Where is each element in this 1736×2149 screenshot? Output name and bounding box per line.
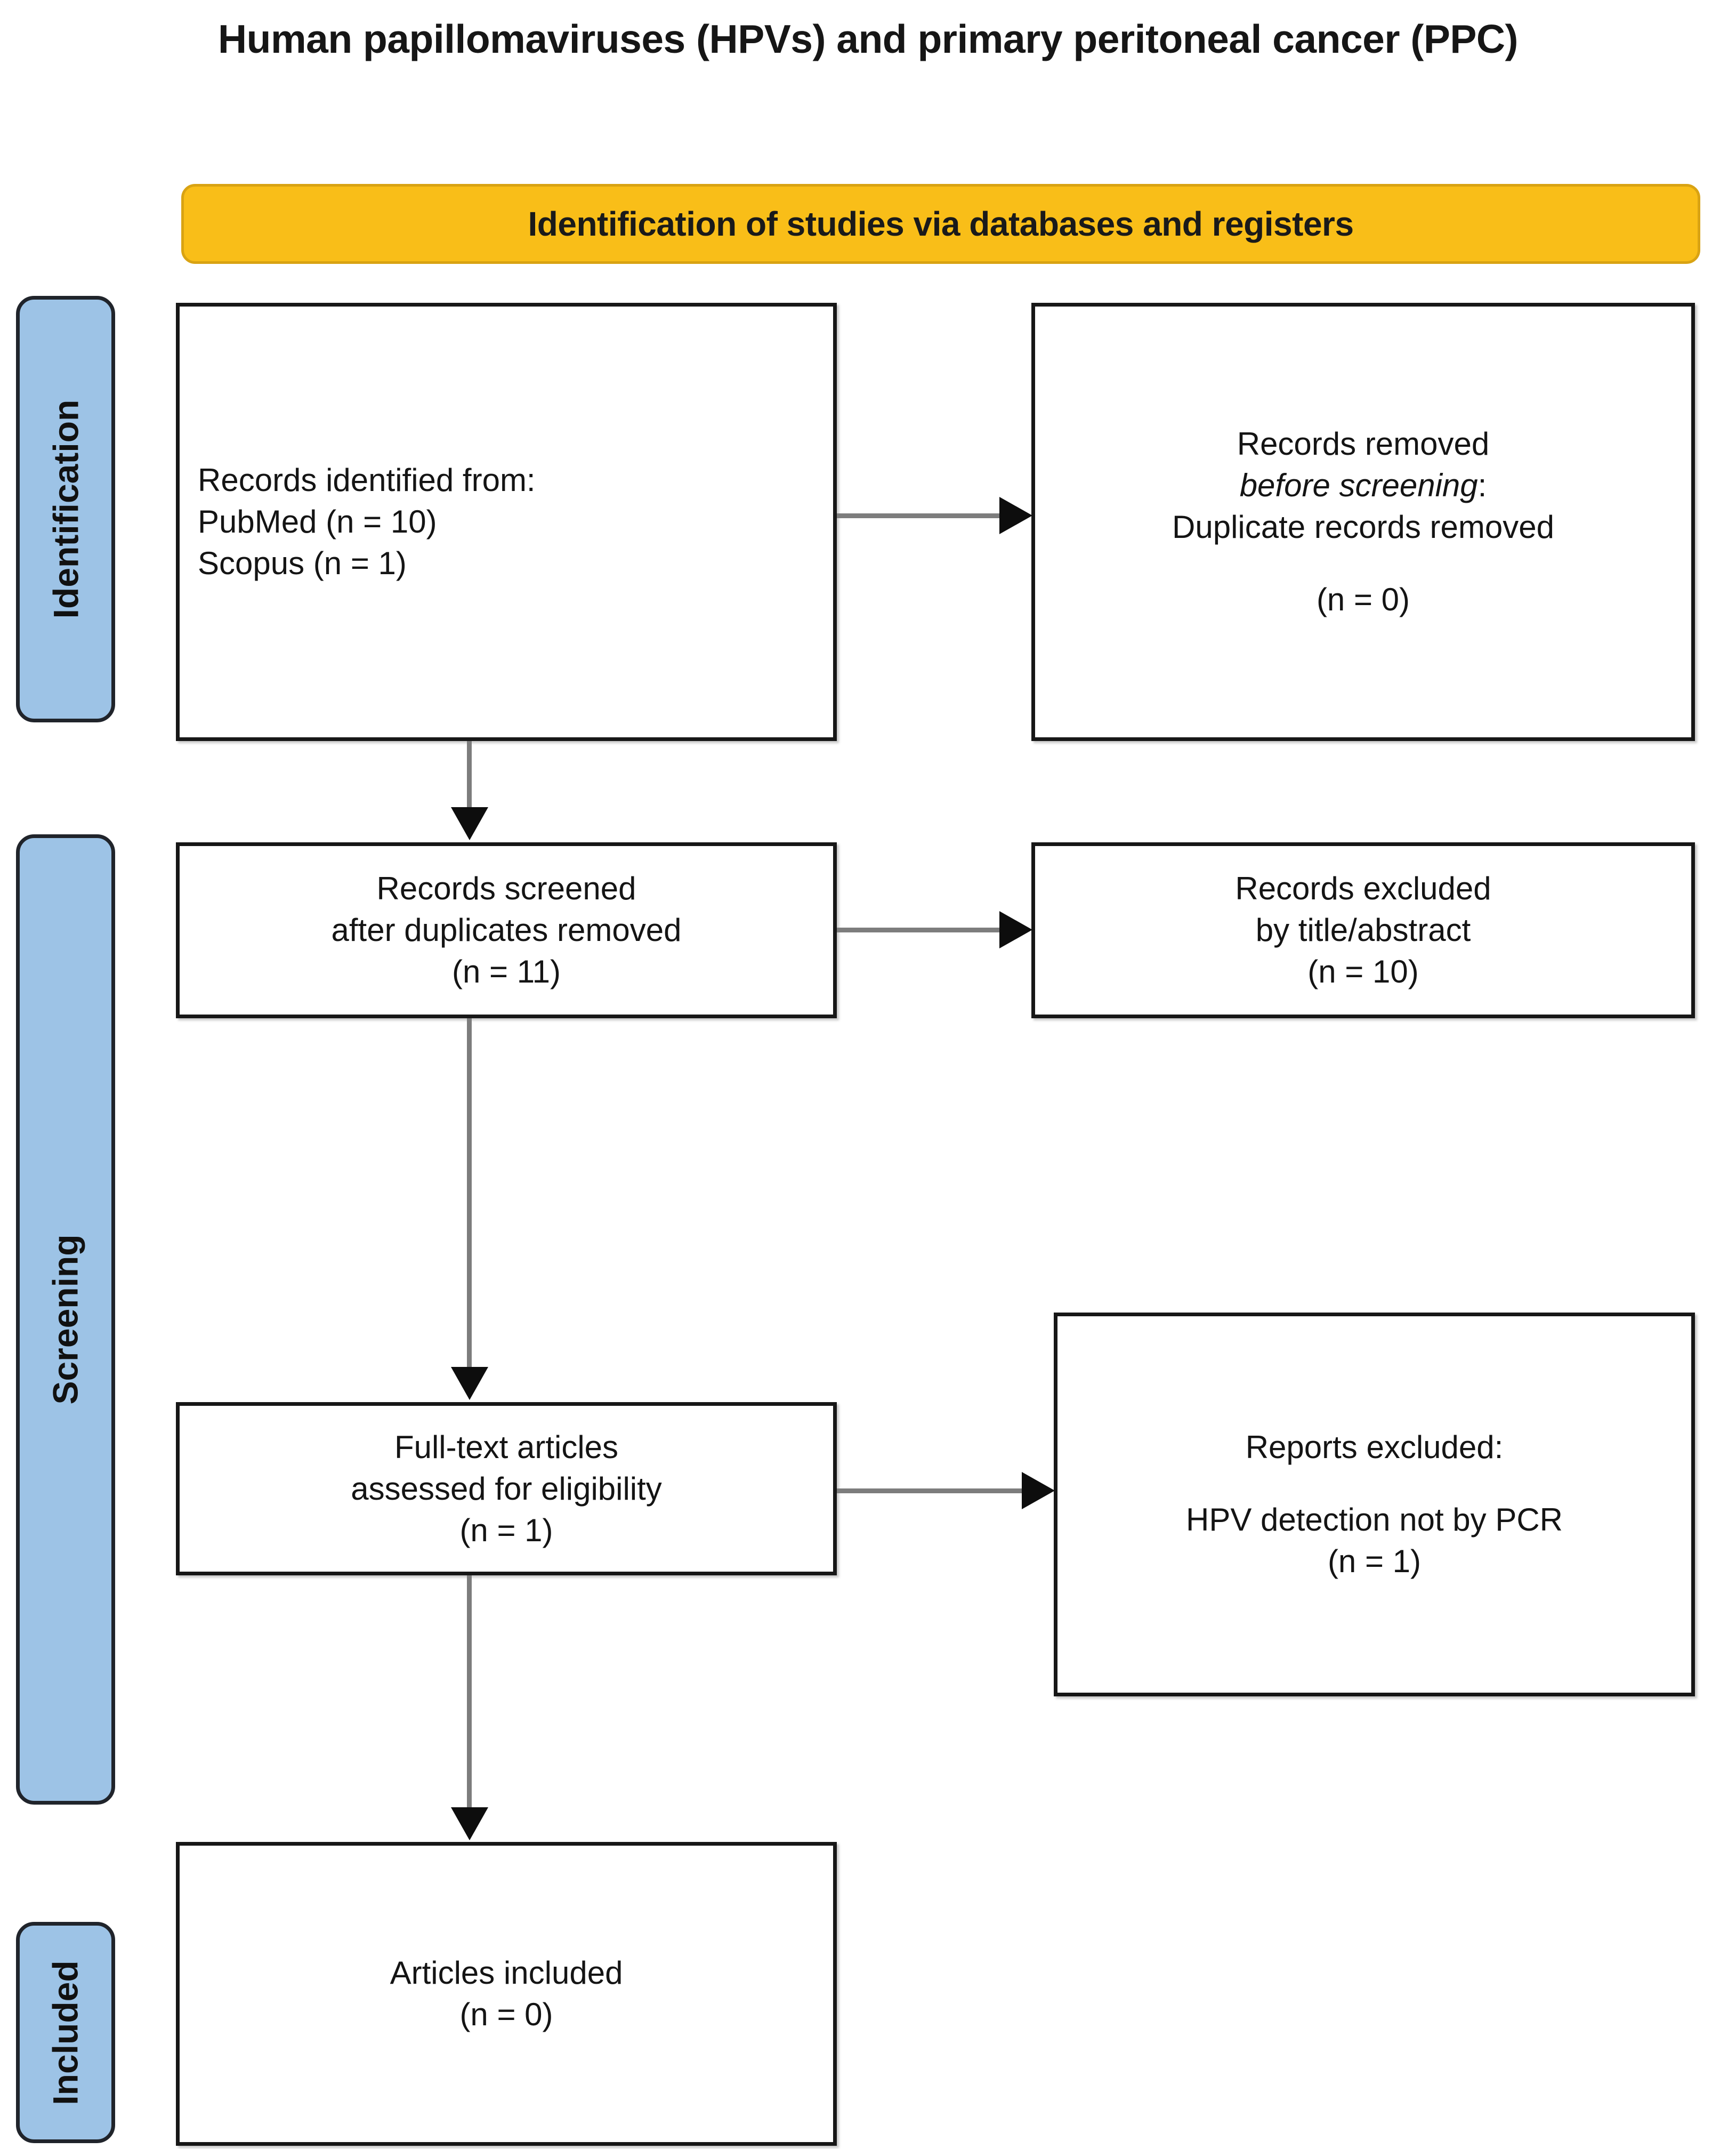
records-identified-pubmed: PubMed (n = 10) xyxy=(198,504,437,540)
box-fulltext-assessed-text: Full-text articles assessed for eligibil… xyxy=(180,1427,833,1551)
box-records-excluded-text: Records excluded by title/abstract (n = … xyxy=(1035,868,1691,993)
connector-identified-to-removed xyxy=(837,513,1002,518)
articles-included-line1: Articles included xyxy=(390,1955,623,1991)
box-records-identified: Records identified from: PubMed (n = 10)… xyxy=(176,303,837,741)
reports-excluded-line1: Reports excluded: xyxy=(1245,1429,1504,1465)
stage-label-identification: Identification xyxy=(46,399,86,619)
articles-included-count: (n = 0) xyxy=(459,1997,553,2032)
records-removed-line2-italic: before screening xyxy=(1239,468,1478,503)
records-removed-line3: Duplicate records removed xyxy=(1172,509,1554,545)
fulltext-line2: assessed for eligibility xyxy=(351,1470,662,1507)
connector-identified-to-screened xyxy=(467,741,472,810)
records-screened-count: (n = 11) xyxy=(452,954,561,989)
connector-fulltext-to-included xyxy=(467,1575,472,1810)
records-screened-line1: Records screened xyxy=(376,871,636,906)
records-removed-count: (n = 0) xyxy=(1316,582,1410,617)
arrow-down-icon-fulltext-to-included xyxy=(451,1807,488,1840)
records-excluded-count: (n = 10) xyxy=(1307,954,1419,989)
arrow-down-icon-screened-to-fulltext xyxy=(451,1367,488,1400)
stage-pill-included: Included xyxy=(16,1922,115,2143)
records-excluded-line1: Records excluded xyxy=(1235,871,1491,906)
arrow-right-icon-identified-to-removed xyxy=(999,497,1032,534)
identification-banner: Identification of studies via databases … xyxy=(181,184,1700,264)
box-reports-excluded-text: Reports excluded: HPV detection not by P… xyxy=(1057,1427,1691,1582)
box-articles-included: Articles included (n = 0) xyxy=(176,1842,837,2146)
fulltext-count: (n = 1) xyxy=(459,1512,553,1548)
reports-excluded-count: (n = 1) xyxy=(1327,1543,1422,1579)
reports-excluded-line2: HPV detection not by PCR xyxy=(1185,1502,1563,1538)
records-removed-spacer xyxy=(1053,548,1673,579)
records-screened-line2: after duplicates removed xyxy=(331,912,682,948)
records-identified-scopus: Scopus (n = 1) xyxy=(198,545,407,581)
box-fulltext-assessed: Full-text articles assessed for eligibil… xyxy=(176,1402,837,1575)
box-records-screened-text: Records screened after duplicates remove… xyxy=(180,868,833,993)
records-removed-line2-colon: : xyxy=(1477,468,1487,503)
records-identified-line1: Records identified from: xyxy=(198,462,536,498)
arrow-right-icon-fulltext-to-reports-excluded xyxy=(1022,1472,1055,1509)
arrow-right-icon-screened-to-excluded xyxy=(999,911,1032,948)
box-records-removed-before-screening: Records removed before screening: Duplic… xyxy=(1031,303,1695,741)
arrow-down-icon-identified-to-screened xyxy=(451,807,488,840)
box-records-excluded-title-abstract: Records excluded by title/abstract (n = … xyxy=(1031,842,1695,1018)
page-title: Human papillomaviruses (HPVs) and primar… xyxy=(217,17,1519,61)
connector-fulltext-to-reports-excluded xyxy=(837,1488,1023,1493)
stage-pill-identification: Identification xyxy=(16,296,115,722)
box-records-removed-text: Records removed before screening: Duplic… xyxy=(1035,423,1691,621)
stage-label-screening: Screening xyxy=(46,1234,86,1405)
records-removed-line1: Records removed xyxy=(1237,426,1490,462)
identification-banner-label: Identification of studies via databases … xyxy=(528,205,1354,243)
fulltext-line1: Full-text articles xyxy=(394,1429,619,1465)
box-articles-included-text: Articles included (n = 0) xyxy=(180,1952,833,2035)
box-reports-excluded: Reports excluded: HPV detection not by P… xyxy=(1054,1313,1695,1696)
stage-label-included: Included xyxy=(46,1960,86,2105)
box-records-screened: Records screened after duplicates remove… xyxy=(176,842,837,1018)
connector-screened-to-fulltext xyxy=(467,1018,472,1370)
reports-excluded-spacer xyxy=(1076,1468,1673,1499)
box-records-identified-text: Records identified from: PubMed (n = 10)… xyxy=(180,460,833,584)
stage-pill-screening: Screening xyxy=(16,834,115,1805)
records-excluded-line2: by title/abstract xyxy=(1255,912,1471,948)
connector-screened-to-excluded xyxy=(837,928,1002,932)
